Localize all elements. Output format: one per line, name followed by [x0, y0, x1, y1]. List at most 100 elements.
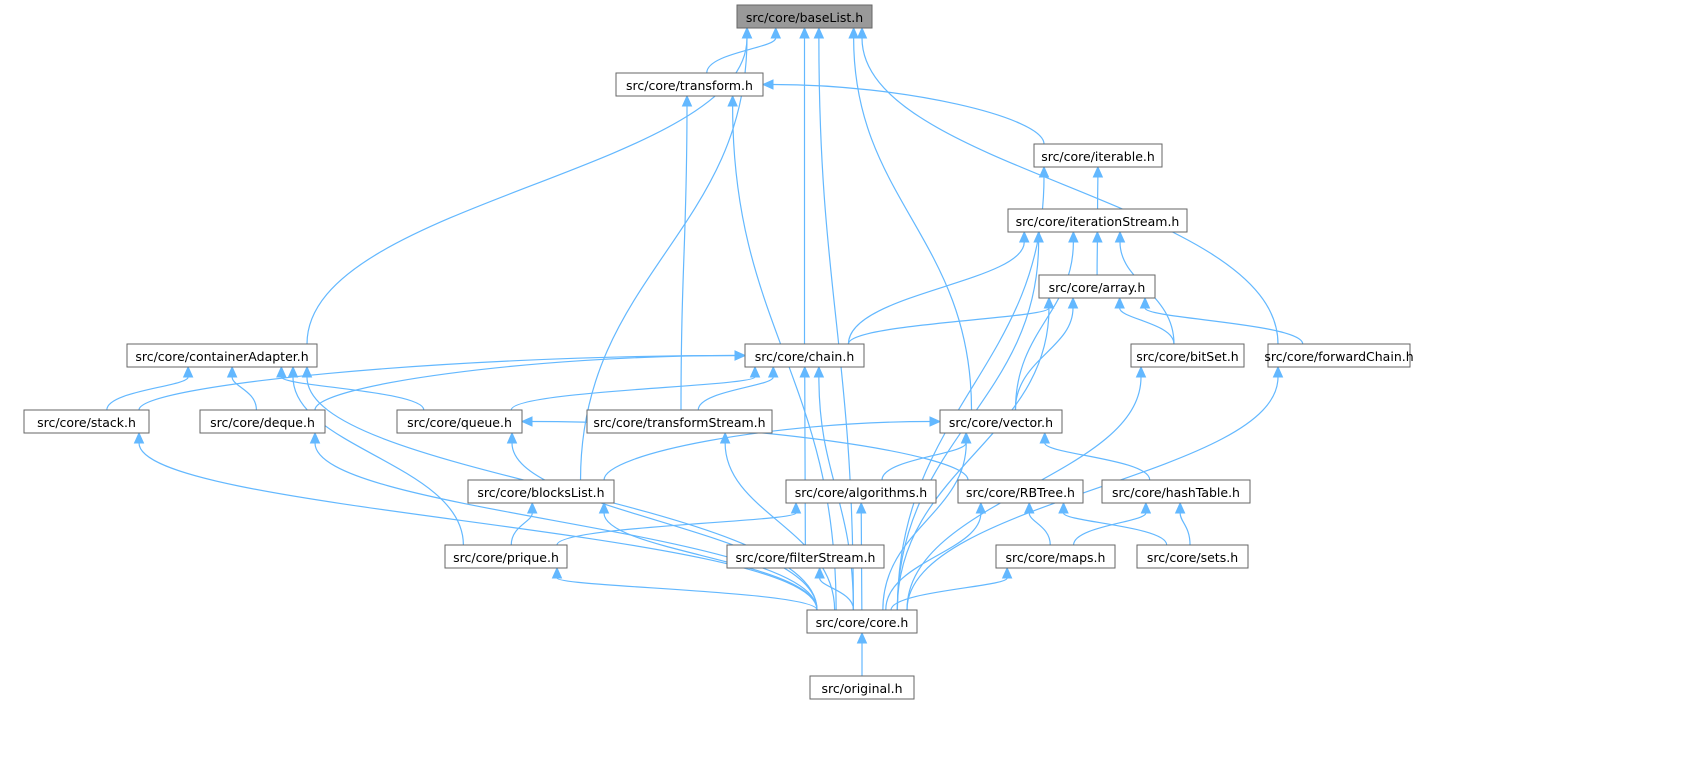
edge-line — [861, 37, 1279, 345]
arrowhead-icon — [551, 566, 563, 579]
node-forwardChain[interactable]: src/core/forwardChain.h — [1264, 343, 1414, 368]
edge-core-to-vector — [882, 431, 972, 611]
edge-transformStream-to-chain — [697, 365, 779, 411]
node-stack[interactable]: src/core/stack.h — [23, 409, 150, 434]
node-blocksList[interactable]: src/core/blocksList.h — [467, 479, 615, 504]
node-hashTable[interactable]: src/core/hashTable.h — [1101, 479, 1251, 504]
edge-chain-to-baseList — [799, 26, 810, 344]
edge-line — [804, 376, 806, 546]
node-maps[interactable]: src/core/maps.h — [995, 544, 1116, 569]
node-box — [586, 409, 773, 434]
node-core[interactable]: src/core/core.h — [806, 609, 918, 634]
arrowhead-icon — [1135, 365, 1147, 378]
edge-filterStream-to-chain — [799, 365, 811, 546]
edge-sets-to-RBTree — [1058, 501, 1168, 546]
arrowhead-icon — [814, 566, 825, 579]
edge-forwardChain-to-baseList — [856, 26, 1279, 345]
edge-line — [556, 512, 797, 546]
edge-core-to-maps — [890, 566, 1013, 611]
arrowhead-icon — [598, 501, 610, 514]
edge-prique-to-algorithms — [556, 501, 802, 546]
edge-core-to-filterStream — [814, 566, 855, 611]
arrowhead-icon — [1114, 230, 1126, 243]
node-iterationStream[interactable]: src/core/iterationStream.h — [1007, 208, 1188, 233]
arrowhead-icon — [1139, 296, 1151, 309]
edge-line — [706, 37, 777, 74]
edge-core-to-baseList — [813, 26, 854, 611]
edge-line — [896, 307, 1050, 611]
node-box — [785, 479, 937, 504]
node-label: src/core/hashTable.h — [1112, 485, 1240, 500]
edge-chain-to-iterationStream — [847, 230, 1030, 345]
node-original[interactable]: src/original.h — [809, 675, 915, 700]
edge-core-to-prique — [551, 566, 818, 611]
node-array[interactable]: src/core/array.h — [1038, 274, 1156, 299]
node-label: src/core/chain.h — [755, 349, 855, 364]
node-label: src/core/prique.h — [453, 550, 559, 565]
node-transform[interactable]: src/core/transform.h — [615, 72, 764, 97]
arrowhead-icon — [1043, 296, 1055, 309]
edge-prique-to-blocksList — [510, 501, 538, 546]
edge-line — [280, 376, 425, 411]
edge-transformStream-to-transform — [680, 94, 693, 411]
arrowhead-icon — [770, 26, 782, 39]
arrowhead-icon — [1018, 230, 1030, 243]
edge-line — [881, 442, 967, 481]
node-sets[interactable]: src/core/sets.h — [1136, 544, 1249, 569]
edge-core-to-stack — [133, 431, 818, 611]
edge-line — [882, 442, 967, 611]
edge-line — [853, 37, 973, 411]
arrowhead-icon — [1067, 296, 1079, 309]
node-bitSet[interactable]: src/core/bitSet.h — [1130, 343, 1245, 368]
edge-line — [603, 512, 818, 611]
node-transformStream[interactable]: src/core/transformStream.h — [586, 409, 773, 434]
node-box — [1136, 544, 1249, 569]
node-box — [1007, 208, 1188, 233]
node-box — [1101, 479, 1251, 504]
edge-line — [314, 442, 818, 611]
edge-iterationStream-to-iterable — [1092, 165, 1104, 210]
edge-line — [772, 83, 1045, 145]
edge-line — [1119, 307, 1175, 345]
node-box — [1267, 343, 1411, 368]
node-filterStream[interactable]: src/core/filterStream.h — [726, 544, 885, 569]
node-queue[interactable]: src/core/queue.h — [396, 409, 523, 434]
node-containerAdapter[interactable]: src/core/containerAdapter.h — [126, 343, 318, 368]
edge-line — [231, 376, 258, 411]
node-vector[interactable]: src/core/vector.h — [939, 409, 1063, 434]
node-box — [1033, 143, 1163, 168]
arrowhead-icon — [1140, 501, 1152, 514]
arrowhead-icon — [929, 416, 942, 427]
edge-line — [138, 442, 818, 611]
node-box — [199, 409, 326, 434]
edge-maps-to-RBTree — [1023, 501, 1051, 546]
node-box — [806, 609, 918, 634]
edge-array-to-iterationStream — [1092, 230, 1103, 276]
edge-core-to-transformStream — [719, 431, 836, 611]
edge-line — [138, 354, 736, 411]
arrowhead-icon — [761, 79, 774, 90]
node-iterable[interactable]: src/core/iterable.h — [1033, 143, 1163, 168]
node-box — [615, 72, 764, 97]
arrowhead-icon — [1023, 501, 1035, 514]
node-box — [444, 544, 568, 569]
node-prique[interactable]: src/core/prique.h — [444, 544, 568, 569]
node-algorithms[interactable]: src/core/algorithms.h — [785, 479, 937, 504]
node-RBTree[interactable]: src/core/RBTree.h — [957, 479, 1084, 504]
node-baseList[interactable]: src/core/baseList.h — [736, 4, 873, 29]
node-box — [1130, 343, 1245, 368]
node-deque[interactable]: src/core/deque.h — [199, 409, 326, 434]
edge-line — [724, 442, 836, 611]
edge-transform-to-baseList — [706, 26, 782, 74]
edge-core-to-deque — [309, 431, 818, 611]
arrowhead-icon — [1039, 431, 1051, 444]
arrowhead-icon — [813, 26, 825, 39]
node-label: src/core/transformStream.h — [593, 415, 765, 430]
arrowhead-icon — [727, 94, 738, 107]
edge-line — [510, 376, 756, 411]
node-chain[interactable]: src/core/chain.h — [744, 343, 865, 368]
arrowhead-icon — [226, 365, 238, 378]
edge-line — [579, 37, 748, 481]
arrowhead-icon — [856, 631, 868, 644]
